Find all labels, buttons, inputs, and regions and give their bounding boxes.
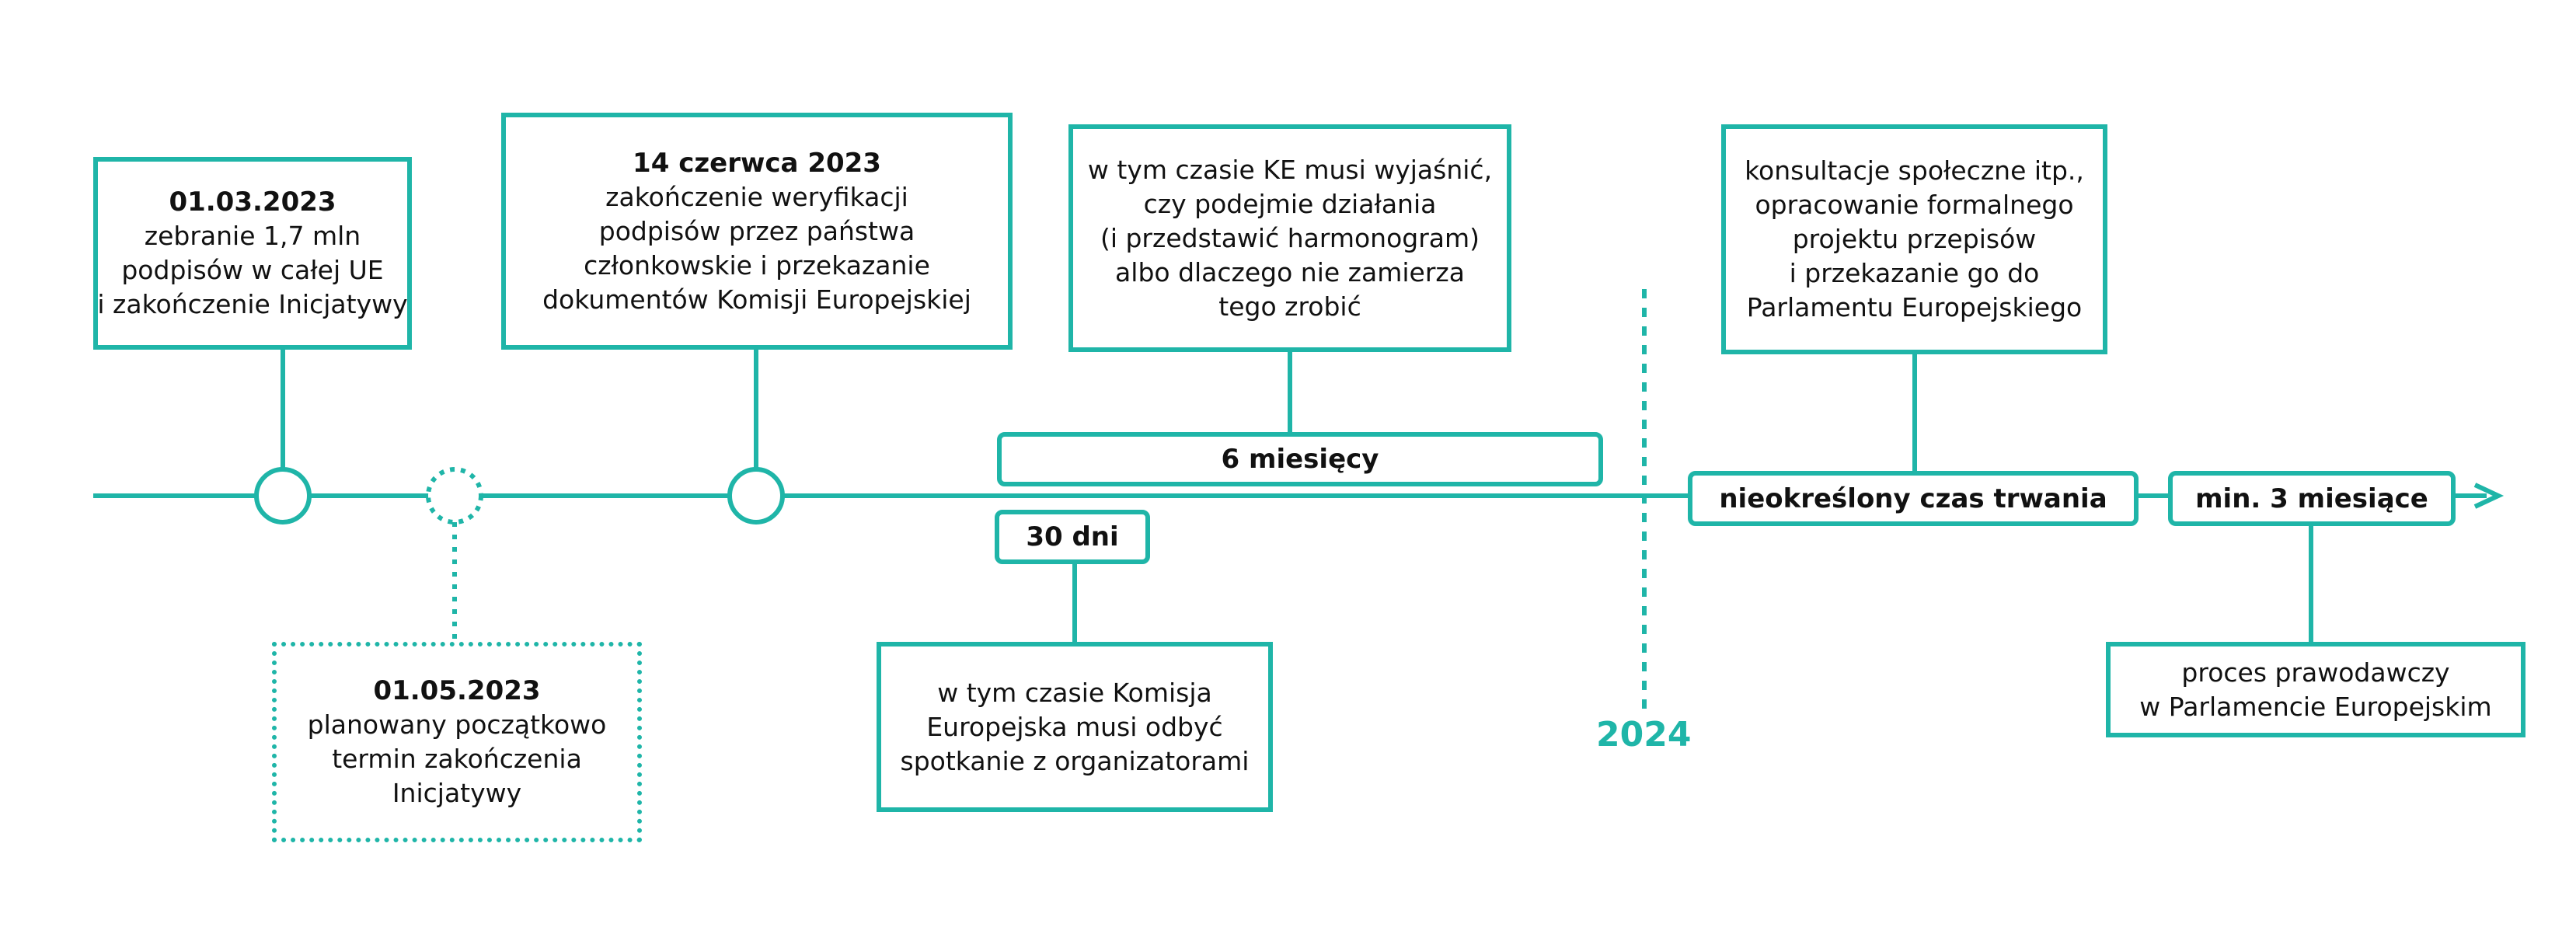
note-line: spotkanie z organizatorami xyxy=(900,745,1250,776)
note-line: Europejska musi odbyć xyxy=(926,711,1223,742)
event-line: planowany początkowo xyxy=(307,709,607,740)
duration-six-months: 6 miesięcy xyxy=(997,432,1603,486)
event-line: zebranie 1,7 mln xyxy=(144,221,361,251)
note-line: czy podejmie działania xyxy=(1143,188,1437,219)
event-line: i zakończenie Inicjatywy xyxy=(97,289,408,319)
year-marker-2024: 2024 xyxy=(1596,715,1692,755)
note-line: proces prawodawczy xyxy=(2181,657,2450,688)
note-line: w tym czasie KE musi wyjaśnić, xyxy=(1087,154,1493,185)
note-line: i przekazanie go do xyxy=(1789,258,2040,288)
event-box-01-05: 01.05.2023 planowany początkowo termin z… xyxy=(272,642,642,842)
note-line: w tym czasie Komisja xyxy=(937,677,1212,708)
note-line: (i przedstawić harmonogram) xyxy=(1100,222,1480,253)
note-line: Parlamentu Europejskiego xyxy=(1746,292,2083,322)
event-line: członkowskie i przekazanie xyxy=(584,249,930,281)
note-box-consultation: konsultacje społeczne itp., opracowanie … xyxy=(1721,124,2107,354)
event-line: dokumentów Komisji Europejskiej xyxy=(542,284,971,315)
note-line: projektu przepisów xyxy=(1792,224,2037,254)
event-line: termin zakończenia xyxy=(332,744,582,774)
event-box-14-06: 14 czerwca 2023 zakończenie weryfikacji … xyxy=(501,113,1013,350)
note-line: albo dlaczego nie zamierza xyxy=(1115,256,1465,288)
milestone-marker-14-06 xyxy=(727,467,785,525)
event-box-01-03: 01.03.2023 zebranie 1,7 mln podpisów w c… xyxy=(93,157,412,350)
event-date: 01.03.2023 xyxy=(169,186,336,218)
duration-min-three-months: min. 3 miesiące xyxy=(2168,471,2456,526)
event-line: podpisów w całej UE xyxy=(121,255,384,285)
note-line: w Parlamencie Europejskim xyxy=(2139,691,2492,722)
event-date: 14 czerwca 2023 xyxy=(633,147,881,179)
timeline-arrowhead xyxy=(2473,483,2505,509)
event-line: zakończenie weryfikacji xyxy=(605,181,908,212)
event-line: Inicjatywy xyxy=(392,778,522,808)
note-line: opracowanie formalnego xyxy=(1755,190,2074,220)
note-line: tego zrobić xyxy=(1218,291,1361,322)
milestone-marker-01-05 xyxy=(426,467,483,525)
duration-thirty-days: 30 dni xyxy=(995,510,1150,564)
note-box-ke-response: w tym czasie KE musi wyjaśnić, czy podej… xyxy=(1068,124,1511,352)
event-date: 01.05.2023 xyxy=(373,675,541,706)
note-line: konsultacje społeczne itp., xyxy=(1745,155,2084,186)
note-box-legislative: proces prawodawczy w Parlamencie Europej… xyxy=(2106,642,2525,737)
duration-indefinite: nieokreślony czas trwania xyxy=(1688,471,2139,526)
milestone-marker-01-03 xyxy=(254,467,312,525)
event-line: podpisów przez państwa xyxy=(598,215,915,246)
note-box-meeting: w tym czasie Komisja Europejska musi odb… xyxy=(877,642,1273,812)
